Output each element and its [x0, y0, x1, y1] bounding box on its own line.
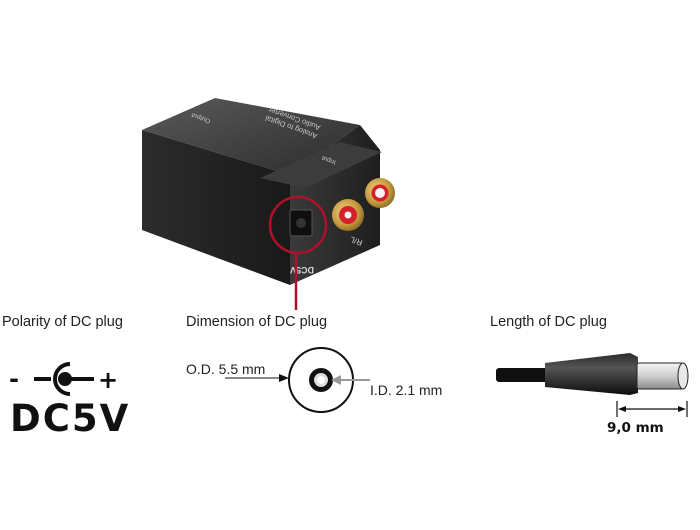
- id-label: I.D. 2.1 mm: [370, 382, 443, 398]
- polarity-symbol: - +: [9, 362, 118, 396]
- od-label: O.D. 5.5 mm: [186, 361, 266, 377]
- device-input-label: Input: [321, 154, 337, 166]
- od-arrow-head: [279, 374, 289, 382]
- plug-boot: [545, 353, 638, 395]
- polarity-minus: -: [9, 365, 19, 393]
- dc-plug-dimension-diagram: [225, 347, 370, 413]
- polarity-voltage-label: DC5V: [10, 397, 131, 440]
- caption-dimension: Dimension of DC plug: [186, 314, 328, 330]
- polarity-outer-arc: [53, 362, 71, 396]
- converter-device-illustration: Analog to Digital Audio Converter Output…: [142, 98, 395, 310]
- plug-cable: [496, 368, 548, 382]
- dc-plug-length-diagram: [496, 353, 689, 417]
- device-input-step: [260, 142, 382, 188]
- length-value-label: 9,0 mm: [607, 420, 664, 436]
- caption-length: Length of DC plug: [490, 314, 607, 330]
- caption-polarity: Polarity of DC plug: [2, 314, 123, 330]
- device-left-face: [142, 130, 290, 285]
- id-arrow-head: [331, 375, 341, 385]
- device-top-face: [142, 98, 360, 175]
- highlight-circle: [268, 195, 328, 255]
- device-channel-label: R/L: [348, 234, 363, 247]
- polarity-plus: +: [98, 366, 118, 394]
- plug-metal-tip: [636, 362, 684, 390]
- device-port-label: DC5V: [290, 265, 314, 275]
